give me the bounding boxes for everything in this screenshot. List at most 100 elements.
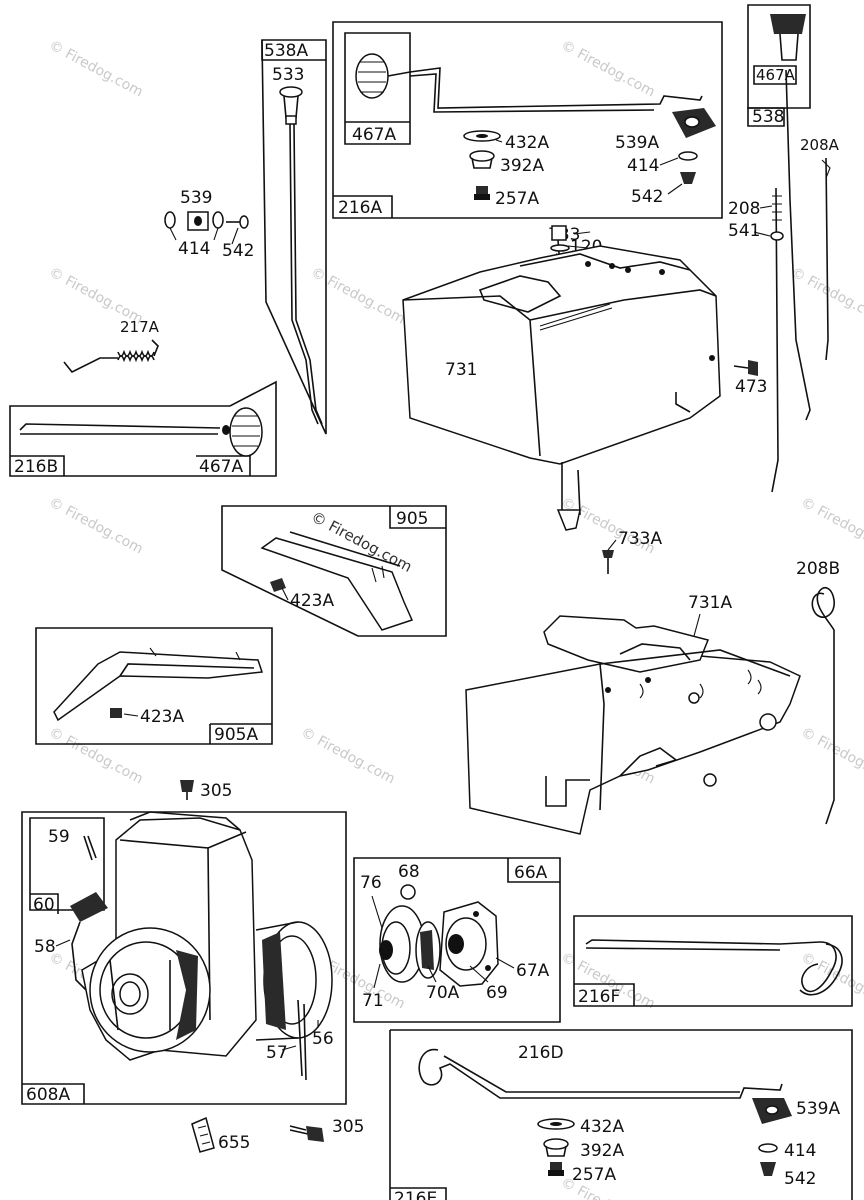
spring-coil-icon: [117, 349, 155, 357]
shroud-hole-icon: [703, 773, 717, 787]
shroud-edge-icon: [599, 649, 791, 677]
group-216A-inset-label: 467A: [352, 125, 396, 145]
part-414: 414: [627, 156, 659, 176]
part-57: 57: [266, 1043, 288, 1063]
shroud-slot-icon: [619, 747, 678, 777]
group-538-inset: [753, 65, 797, 85]
group-538-tab: [747, 107, 785, 127]
group-66A: 66A 68 76 71 70A 69 67A: [353, 857, 561, 1023]
screw-icon: [680, 172, 696, 184]
group-538A: 538A 533: [261, 39, 327, 435]
group-216B-inset-label: 467A: [199, 457, 243, 477]
clip-icon: [765, 1105, 779, 1115]
leader-line: [667, 183, 683, 195]
screw-icon: [110, 708, 122, 718]
screw-icon: [548, 1162, 564, 1176]
leader-line: [469, 965, 489, 983]
leader-line: [55, 939, 71, 947]
part-56: 56: [312, 1029, 334, 1049]
bolt-icon: [289, 1129, 309, 1135]
clip-cluster: 539 414 542: [164, 188, 254, 261]
starter-housing-icon: [119, 831, 247, 1021]
pulley-icon: [379, 940, 393, 960]
bolt-icon: [289, 1125, 307, 1131]
tank-hole-icon: [585, 261, 591, 267]
dipstick-icon: [811, 587, 835, 825]
part-67A: 67A: [516, 961, 550, 981]
housing-cup-icon: [448, 934, 464, 954]
group-608A-tab: [22, 1083, 85, 1104]
tank-seam-icon: [519, 253, 691, 271]
fuel-tank-731: 733 120 731 473: [402, 225, 767, 531]
group-216F: 216F: [573, 915, 853, 1007]
housing-cup-icon: [485, 965, 491, 971]
part-58: 58: [34, 937, 56, 957]
part-539: 539: [180, 188, 212, 208]
group-216F-frame: [573, 915, 853, 1007]
group-608A-inset-tab: [30, 893, 59, 914]
leader-line: [659, 157, 679, 166]
watermark: © Firedog.com: [558, 37, 657, 100]
leader-line: [169, 227, 239, 245]
part-414: 414: [784, 1141, 816, 1161]
group-216A-label: 216A: [338, 198, 382, 218]
choke-rod-icon: [409, 73, 655, 113]
group-905A-frame: [35, 627, 273, 745]
group-538A-tab: [261, 40, 326, 61]
spring-hook-icon: [63, 357, 118, 374]
fill-cap-icon: [279, 86, 303, 125]
part-59: 59: [48, 827, 70, 847]
part-208: 208: [728, 199, 760, 219]
part-731: 731: [445, 360, 477, 380]
part-432A: 432A: [505, 133, 549, 153]
leader-line: [753, 205, 773, 237]
choke-knob-icon: [355, 53, 411, 99]
leader-line: [281, 1045, 297, 1051]
group-216A-inset: [344, 32, 411, 145]
screw-icon: [270, 578, 286, 592]
part-76: 76: [360, 873, 382, 893]
washer-icon: [164, 211, 176, 229]
rear-pulley-icon: [255, 921, 299, 1041]
shroud-edge-icon: [599, 663, 605, 811]
bracket-icon: [149, 647, 241, 661]
leader-line: [495, 139, 503, 143]
part-731A: 731A: [688, 593, 732, 613]
leader-line: [693, 613, 701, 637]
pin-icon: [83, 835, 93, 861]
leader-line: [427, 965, 437, 983]
tank-hole-icon: [609, 263, 615, 269]
choke-rod-icon: [585, 939, 821, 945]
group-538A-label: 538A: [264, 41, 308, 61]
watermark: © Firedog.com: [798, 724, 864, 787]
part-257A: 257A: [495, 189, 539, 209]
housing-cup-icon: [445, 917, 487, 971]
screw-icon: [226, 215, 249, 229]
shroud-top-icon: [543, 615, 710, 673]
starter-pulley-icon: [176, 950, 198, 1040]
part-655: 655: [218, 1133, 250, 1153]
leader-line: [281, 587, 289, 601]
dipstick-group: 208A 208 541: [728, 136, 840, 493]
bolt-icon: [733, 360, 758, 376]
group-608A-inset-label: 60: [33, 895, 55, 915]
part-539A: 539A: [796, 1099, 840, 1119]
leader-line: [567, 231, 591, 249]
tank-body-icon: [402, 245, 721, 465]
watermark: © Firedog.com: [798, 494, 864, 557]
group-216E-label: 216E: [394, 1189, 437, 1200]
part-542: 542: [222, 241, 254, 261]
spring-coil-icon: [117, 355, 155, 363]
dipstick-tube-icon: [289, 123, 319, 425]
choke-rod-icon: [418, 1048, 783, 1099]
bolt-icon: [602, 550, 614, 558]
screw-icon: [474, 186, 490, 200]
group-216B-label: 216B: [14, 457, 58, 477]
group-216A-frame: [332, 21, 723, 219]
group-216E-frame: [390, 1029, 853, 1200]
group-608A: 305 60 59 608A 58 57: [21, 780, 347, 1105]
watermark: © Firedog.com: [788, 264, 864, 327]
choke-rod-icon: [801, 941, 837, 993]
part-68: 68: [398, 862, 420, 882]
